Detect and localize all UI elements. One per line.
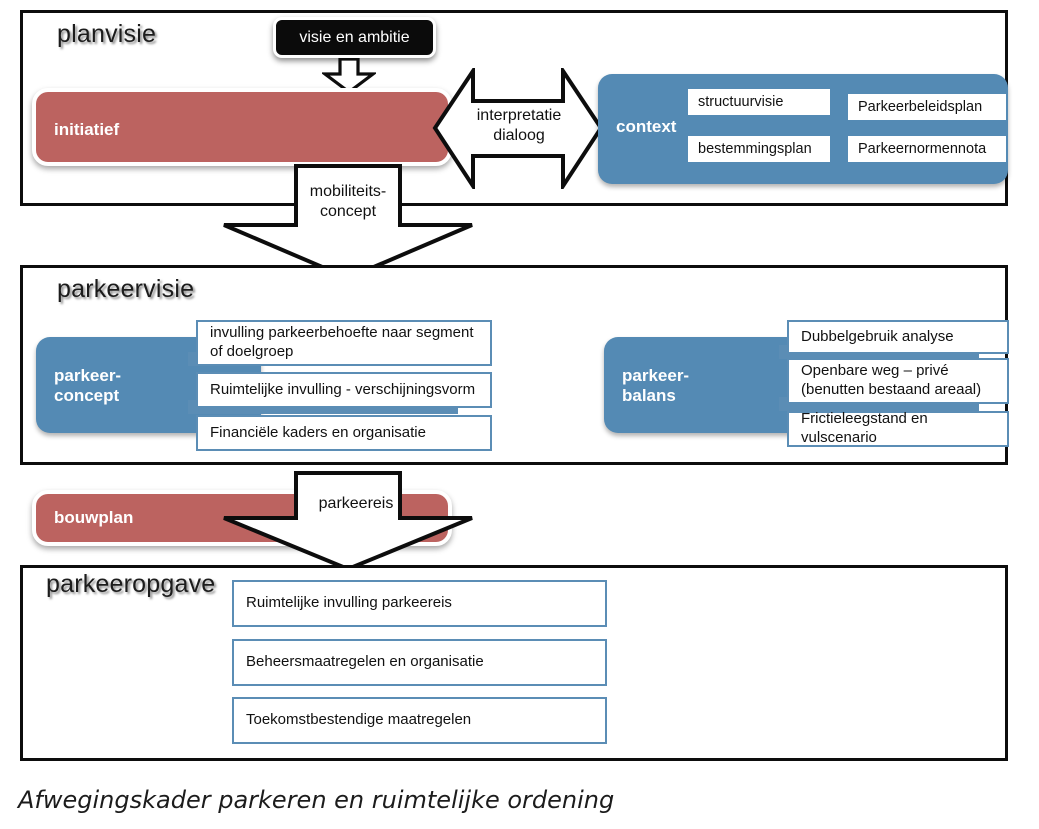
pill-initiatief-label: initiatief [54,120,120,139]
parkeeropgave-item-1: Ruimtelijke invulling parkeereis [232,580,607,627]
context-item-parkeerbeleidsplan: Parkeerbeleidsplan [848,94,1006,120]
parkeerbalans-item-3: Frictieleegstand en vulscenario [787,410,1009,447]
arrow-bidirectional-interpretatie [432,64,604,193]
pill-context-label: context [616,117,677,136]
parkeerconcept-item-3: Financiële kaders en organisatie [196,415,492,451]
arrow-mobiliteitsconcept-label: mobiliteits- concept [309,183,387,220]
pill-bouwplan-label: bouwplan [54,508,134,527]
figure-caption: Afwegingskader parkeren en ruimtelijke o… [18,786,615,814]
parkeerbalans-item-1: Dubbelgebruik analyse [787,320,1009,354]
context-item-structuurvisie: structuurvisie [688,89,830,115]
arrow-parkeereis-label: parkeereis [318,495,394,512]
context-item-parkeernormennota: Parkeernormennota [848,136,1006,162]
parkeerconcept-item-2: Ruimtelijke invulling - verschijningsvor… [196,372,492,408]
arrow-down-parkeereis [218,470,478,572]
arrow-interpretatie-label: interpretatie dialoog [476,107,562,144]
parkeerconcept-item-1: invulling parkeerbehoefte naar segment o… [196,320,492,366]
arrow-down-mobiliteitsconcept [218,163,478,281]
pill-initiatief [32,88,452,166]
section-title-planvisie: planvisie [57,20,157,48]
parkeerbalans-item-2: Openbare weg – privé (benutten bestaand … [787,358,1009,404]
parkeeropgave-item-2: Beheersmaatregelen en organisatie [232,639,607,686]
chip-visie-en-ambitie: visie en ambitie [273,17,436,58]
pill-parkeerconcept-label: parkeer- concept [54,366,122,405]
section-title-parkeervisie: parkeervisie [57,275,195,303]
parkeeropgave-item-3: Toekomstbestendige maatregelen [232,697,607,744]
pill-parkeerbalans-label: parkeer- balans [622,366,690,405]
section-title-parkeeropgave: parkeeropgave [46,570,216,598]
arrow-down-visie-to-initiatief [320,57,378,94]
context-item-bestemmingsplan: bestemmingsplan [688,136,830,162]
